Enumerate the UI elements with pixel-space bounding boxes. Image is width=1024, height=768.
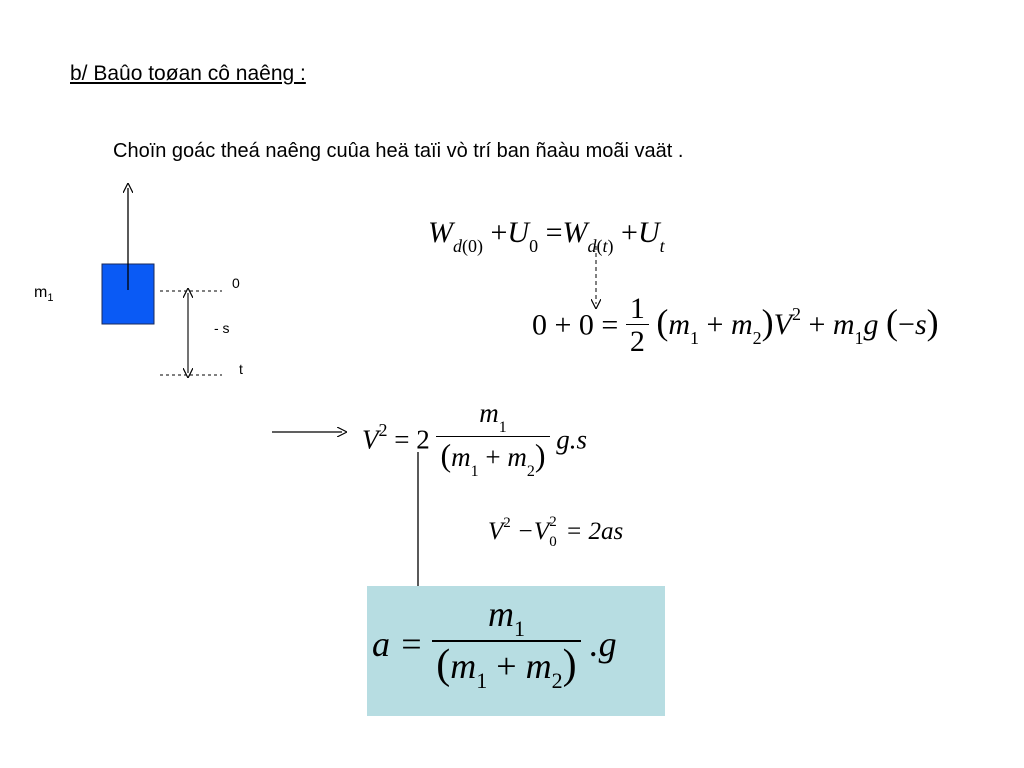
velocity-squared-equation: V2 = 2 m1(m1 + m2) g.s (362, 398, 588, 480)
energy-conservation-equation: Wd(0) +U0 =Wd(t) +Ut (428, 216, 665, 256)
result-highlight-box (367, 586, 665, 716)
mass-label: m1 (34, 284, 54, 305)
level-zero-label: 0 (232, 275, 240, 291)
level-t-label: t (239, 361, 243, 377)
section-heading: b/ Baûo toøan cô naêng : (70, 62, 306, 85)
displacement-label: - s (214, 320, 230, 336)
acceleration-result-equation: a = m1(m1 + m2) .g (372, 594, 617, 693)
intro-text: Choïn goác theá naêng cuûa heä taïi vò t… (113, 140, 684, 162)
